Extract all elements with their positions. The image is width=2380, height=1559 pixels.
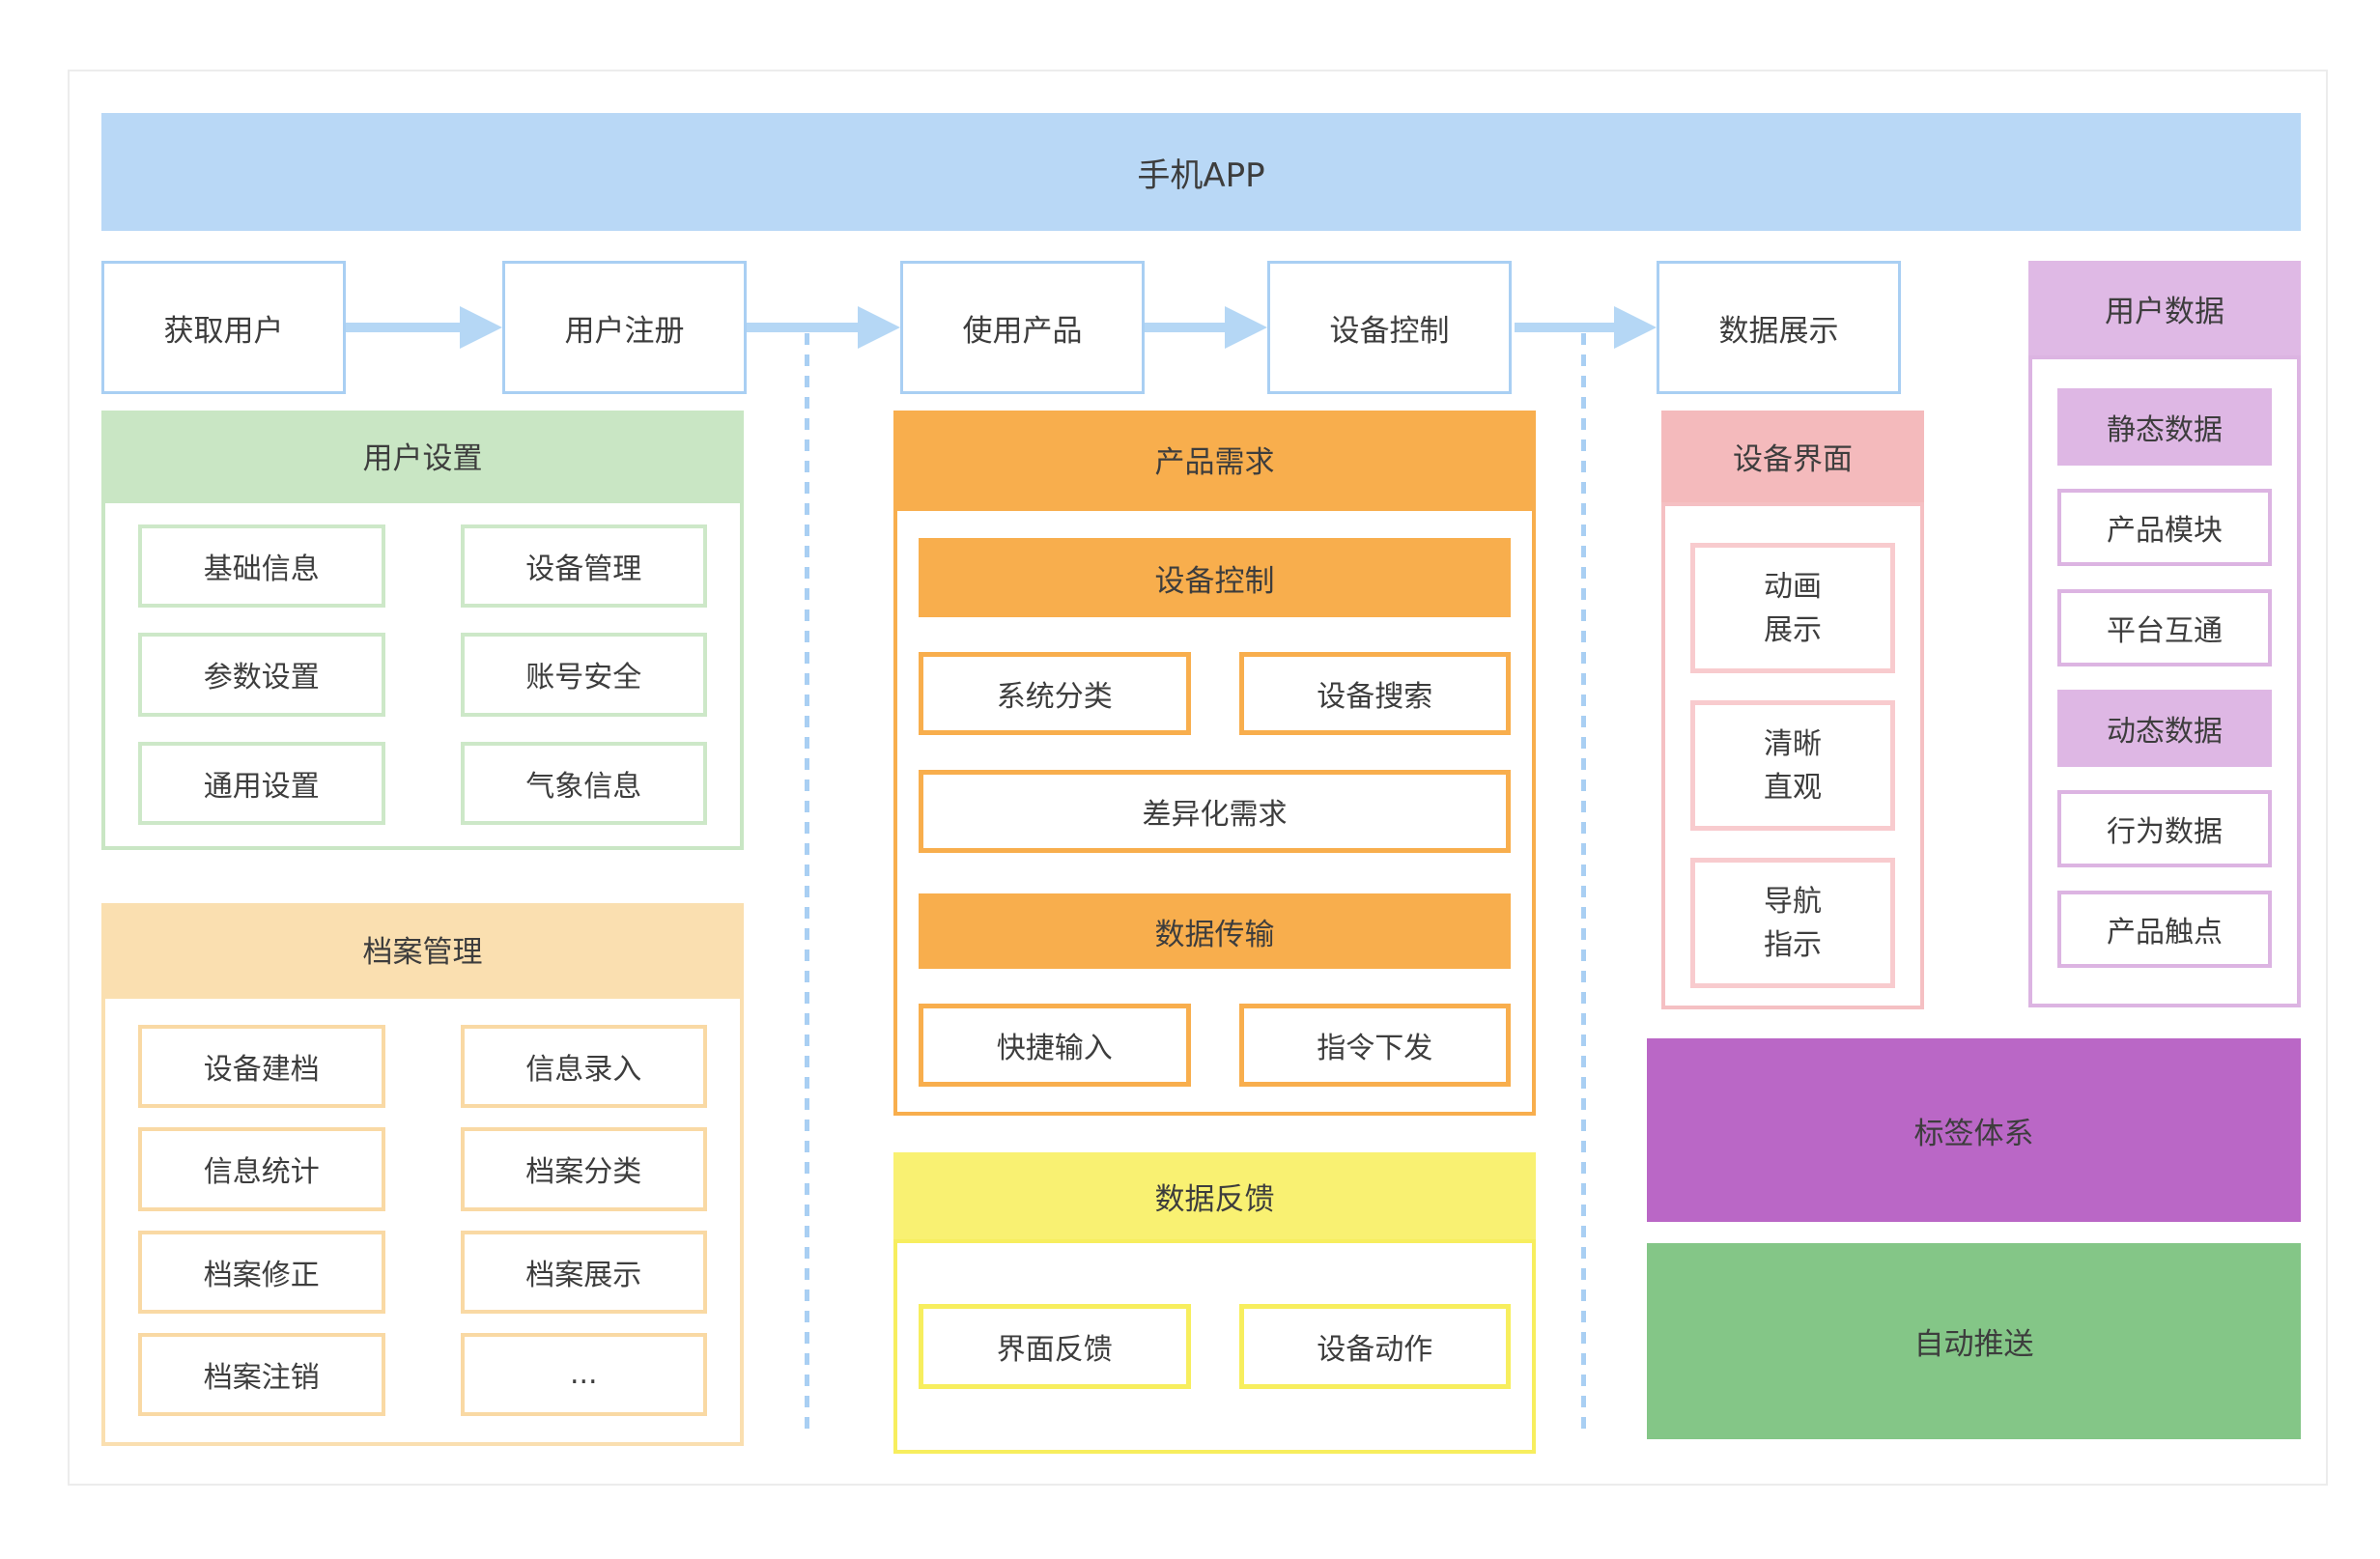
section-device-interface: 设备界面 动画展示 清晰直观 导航指示 (1661, 411, 1924, 1009)
product-req-item: 快捷输入 (919, 1004, 1191, 1087)
section-user-data-header: 用户数据 (2028, 261, 2301, 355)
archive-item: 档案分类 (460, 1127, 707, 1211)
user-data-item: 产品触点 (2057, 891, 2272, 968)
archive-item: ... (460, 1332, 707, 1416)
user-data-item-dynamic: 动态数据 (2057, 690, 2272, 767)
user-settings-item: 通用设置 (138, 741, 385, 825)
app-banner-title: 手机APP (1137, 156, 1265, 195)
archive-item: 设备建档 (138, 1025, 385, 1109)
section-product-req-body: 设备控制 系统分类 设备搜索 差异化需求 数据传输 快捷输入 指令下发 (893, 507, 1536, 1116)
section-user-settings-body: 基础信息 设备管理 参数设置 账号安全 通用设置 气象信息 (101, 499, 744, 850)
flow-step-label: 获取用户 (163, 313, 284, 349)
product-req-item: 差异化需求 (919, 770, 1511, 853)
block-title: 标签体系 (1913, 1116, 2034, 1151)
dashed-separator-right (1581, 333, 1586, 1430)
user-settings-item: 气象信息 (460, 741, 707, 825)
product-req-item: 指令下发 (1238, 1004, 1511, 1087)
section-user-settings-header: 用户设置 (101, 411, 744, 499)
section-device-ui-header: 设备界面 (1661, 411, 1924, 502)
dashed-separator-left (805, 333, 809, 1430)
user-settings-item: 账号安全 (460, 633, 707, 717)
flow-step-label: 数据展示 (1718, 313, 1839, 349)
section-title: 档案管理 (362, 935, 483, 970)
flow-step-use-product: 使用产品 (900, 261, 1145, 394)
section-device-ui-body: 动画展示 清晰直观 导航指示 (1661, 502, 1924, 1009)
section-title: 用户数据 (2105, 294, 2224, 329)
section-archive-header: 档案管理 (101, 903, 744, 995)
section-title: 设备界面 (1733, 442, 1853, 477)
product-req-item: 设备搜索 (1238, 652, 1511, 735)
flow-step-label: 使用产品 (962, 313, 1083, 349)
feedback-item: 设备动作 (1238, 1304, 1511, 1389)
product-req-row1: 系统分类 设备搜索 (919, 652, 1511, 735)
user-data-item-static: 静态数据 (2057, 388, 2272, 466)
archive-item: 档案展示 (460, 1230, 707, 1314)
flow-step-acquire-user: 获取用户 (101, 261, 346, 394)
flow-step-label: 用户注册 (564, 313, 685, 349)
user-settings-item: 参数设置 (138, 633, 385, 717)
flow-arrow-icon (1145, 306, 1267, 349)
section-data-feedback: 数据反馈 界面反馈 设备动作 (893, 1152, 1536, 1454)
section-archive-body: 设备建档 信息录入 信息统计 档案分类 档案修正 档案展示 档案注销 ... (101, 995, 744, 1446)
feedback-item: 界面反馈 (919, 1304, 1191, 1389)
section-feedback-body: 界面反馈 设备动作 (893, 1239, 1536, 1454)
subheader-data-transfer: 数据传输 (919, 893, 1511, 969)
product-req-wide-row: 差异化需求 (919, 770, 1511, 853)
section-title: 用户设置 (362, 440, 483, 476)
section-product-req-header: 产品需求 (893, 411, 1536, 507)
section-title: 数据反馈 (1154, 1181, 1275, 1217)
user-data-item: 平台互通 (2057, 589, 2272, 666)
section-user-data: 用户数据 静态数据 产品模块 平台互通 动态数据 行为数据 产品触点 (2028, 261, 2301, 1007)
flow-arrow-icon (747, 306, 900, 349)
archive-item: 信息录入 (460, 1025, 707, 1109)
product-req-item: 系统分类 (919, 652, 1191, 735)
flow-step-device-control: 设备控制 (1267, 261, 1512, 394)
device-ui-item: 清晰直观 (1690, 700, 1895, 831)
block-auto-push: 自动推送 (1647, 1243, 2301, 1439)
block-title: 自动推送 (1913, 1327, 2034, 1362)
flow-step-label: 设备控制 (1329, 313, 1450, 349)
flow-step-data-display: 数据展示 (1657, 261, 1901, 394)
section-product-requirements: 产品需求 设备控制 系统分类 设备搜索 差异化需求 数据传输 快捷输入 指令下发 (893, 411, 1536, 1116)
user-data-item: 产品模块 (2057, 489, 2272, 566)
user-settings-item: 设备管理 (460, 524, 707, 609)
product-req-row2: 快捷输入 指令下发 (919, 1004, 1511, 1087)
user-settings-item: 基础信息 (138, 524, 385, 609)
section-feedback-header: 数据反馈 (893, 1152, 1536, 1239)
subheader-device-control: 设备控制 (919, 538, 1511, 617)
archive-item: 信息统计 (138, 1127, 385, 1211)
flow-step-user-register: 用户注册 (502, 261, 747, 394)
section-title: 产品需求 (1154, 444, 1275, 480)
app-banner: 手机APP (101, 113, 2301, 231)
section-user-settings: 用户设置 基础信息 设备管理 参数设置 账号安全 通用设置 气象信息 (101, 411, 744, 850)
device-ui-item: 导航指示 (1690, 858, 1895, 988)
archive-item: 档案注销 (138, 1332, 385, 1416)
section-user-data-body: 静态数据 产品模块 平台互通 动态数据 行为数据 产品触点 (2028, 355, 2301, 1007)
section-archive-management: 档案管理 设备建档 信息录入 信息统计 档案分类 档案修正 档案展示 档案注销 … (101, 903, 744, 1446)
archive-item: 档案修正 (138, 1230, 385, 1314)
device-ui-item: 动画展示 (1690, 543, 1895, 673)
block-label-system: 标签体系 (1647, 1038, 2301, 1222)
user-data-item: 行为数据 (2057, 790, 2272, 867)
flow-arrow-icon (346, 306, 502, 349)
flow-arrow-icon (1515, 306, 1657, 349)
